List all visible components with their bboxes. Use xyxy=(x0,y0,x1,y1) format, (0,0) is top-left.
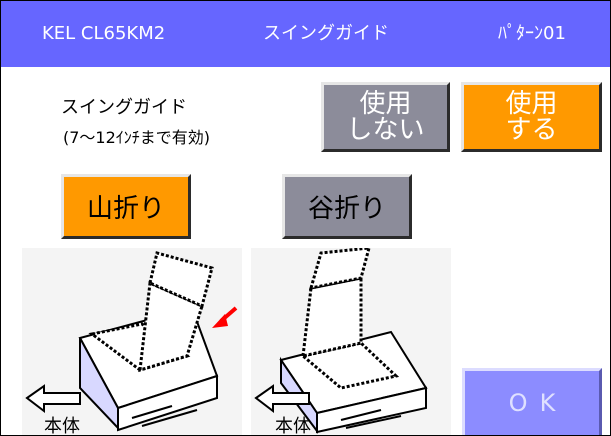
mountain-fold-button[interactable]: 山折り xyxy=(61,174,191,239)
pattern-label: ﾊﾟﾀｰﾝ01 xyxy=(498,23,566,44)
not-use-line1: 使用 xyxy=(359,89,412,119)
use-button[interactable]: 使用 する xyxy=(461,82,602,152)
use-line1: 使用 xyxy=(505,89,558,119)
use-line2: する xyxy=(505,115,558,145)
not-use-button[interactable]: 使用 しない xyxy=(321,82,450,152)
swing-guide-note: (7～12ｲﾝﾁまで有効) xyxy=(63,128,211,147)
body-label-right: 本体 xyxy=(275,416,311,436)
not-use-line2: しない xyxy=(346,115,425,145)
ok-button[interactable]: OK xyxy=(462,368,602,435)
mountain-fold-illustration: 本体 xyxy=(22,248,242,436)
valley-fold-illustration: 本体 xyxy=(251,246,451,436)
screen-title: スイングガイド xyxy=(263,23,389,44)
mountain-fold-label: 山折り xyxy=(86,194,165,224)
mountain-fold-diagram xyxy=(25,251,238,432)
swing-guide-label: スイングガイド xyxy=(61,97,187,118)
valley-fold-button[interactable]: 谷折り xyxy=(282,174,412,239)
title-bar: KEL CL65KM2 スイングガイド ﾊﾟﾀｰﾝ01 xyxy=(1,1,610,67)
model-name: KEL CL65KM2 xyxy=(42,23,166,44)
valley-fold-diagram xyxy=(254,246,428,434)
body-label-left: 本体 xyxy=(44,416,80,436)
body-direction-arrow-icon xyxy=(254,384,310,414)
body-direction-arrow-icon xyxy=(25,384,81,414)
valley-fold-label: 谷折り xyxy=(307,194,386,224)
